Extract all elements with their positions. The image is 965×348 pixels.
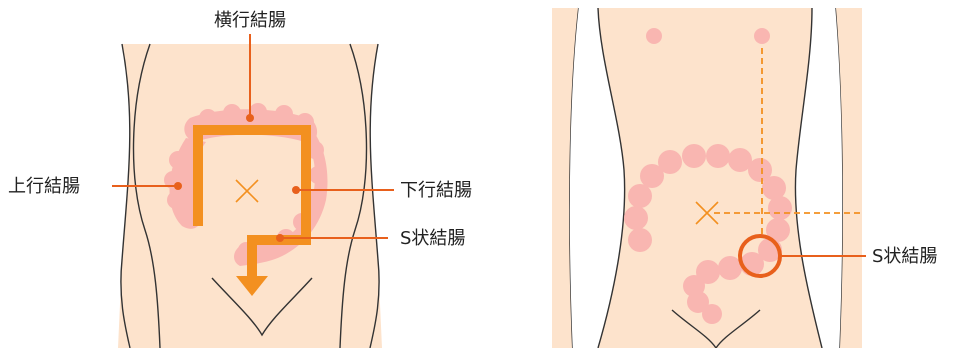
right-nipple-right (754, 28, 770, 44)
label-sigmoid-colon-left: S状結腸 (400, 228, 465, 249)
label-descending-colon: 下行結腸 (400, 180, 472, 201)
right-torso (598, 8, 822, 348)
right-arm-right-skin (836, 8, 862, 348)
label-transverse-colon: 横行結腸 (214, 10, 286, 31)
right-nipple-left (646, 28, 662, 44)
left-panel: 横行結腸 上行結腸 下行結腸 S状結腸 (8, 10, 472, 348)
label-sigmoid-colon-right: S状結腸 (872, 246, 937, 267)
right-panel: S状結腸 (552, 8, 937, 348)
label-ascending-colon: 上行結腸 (8, 176, 80, 197)
